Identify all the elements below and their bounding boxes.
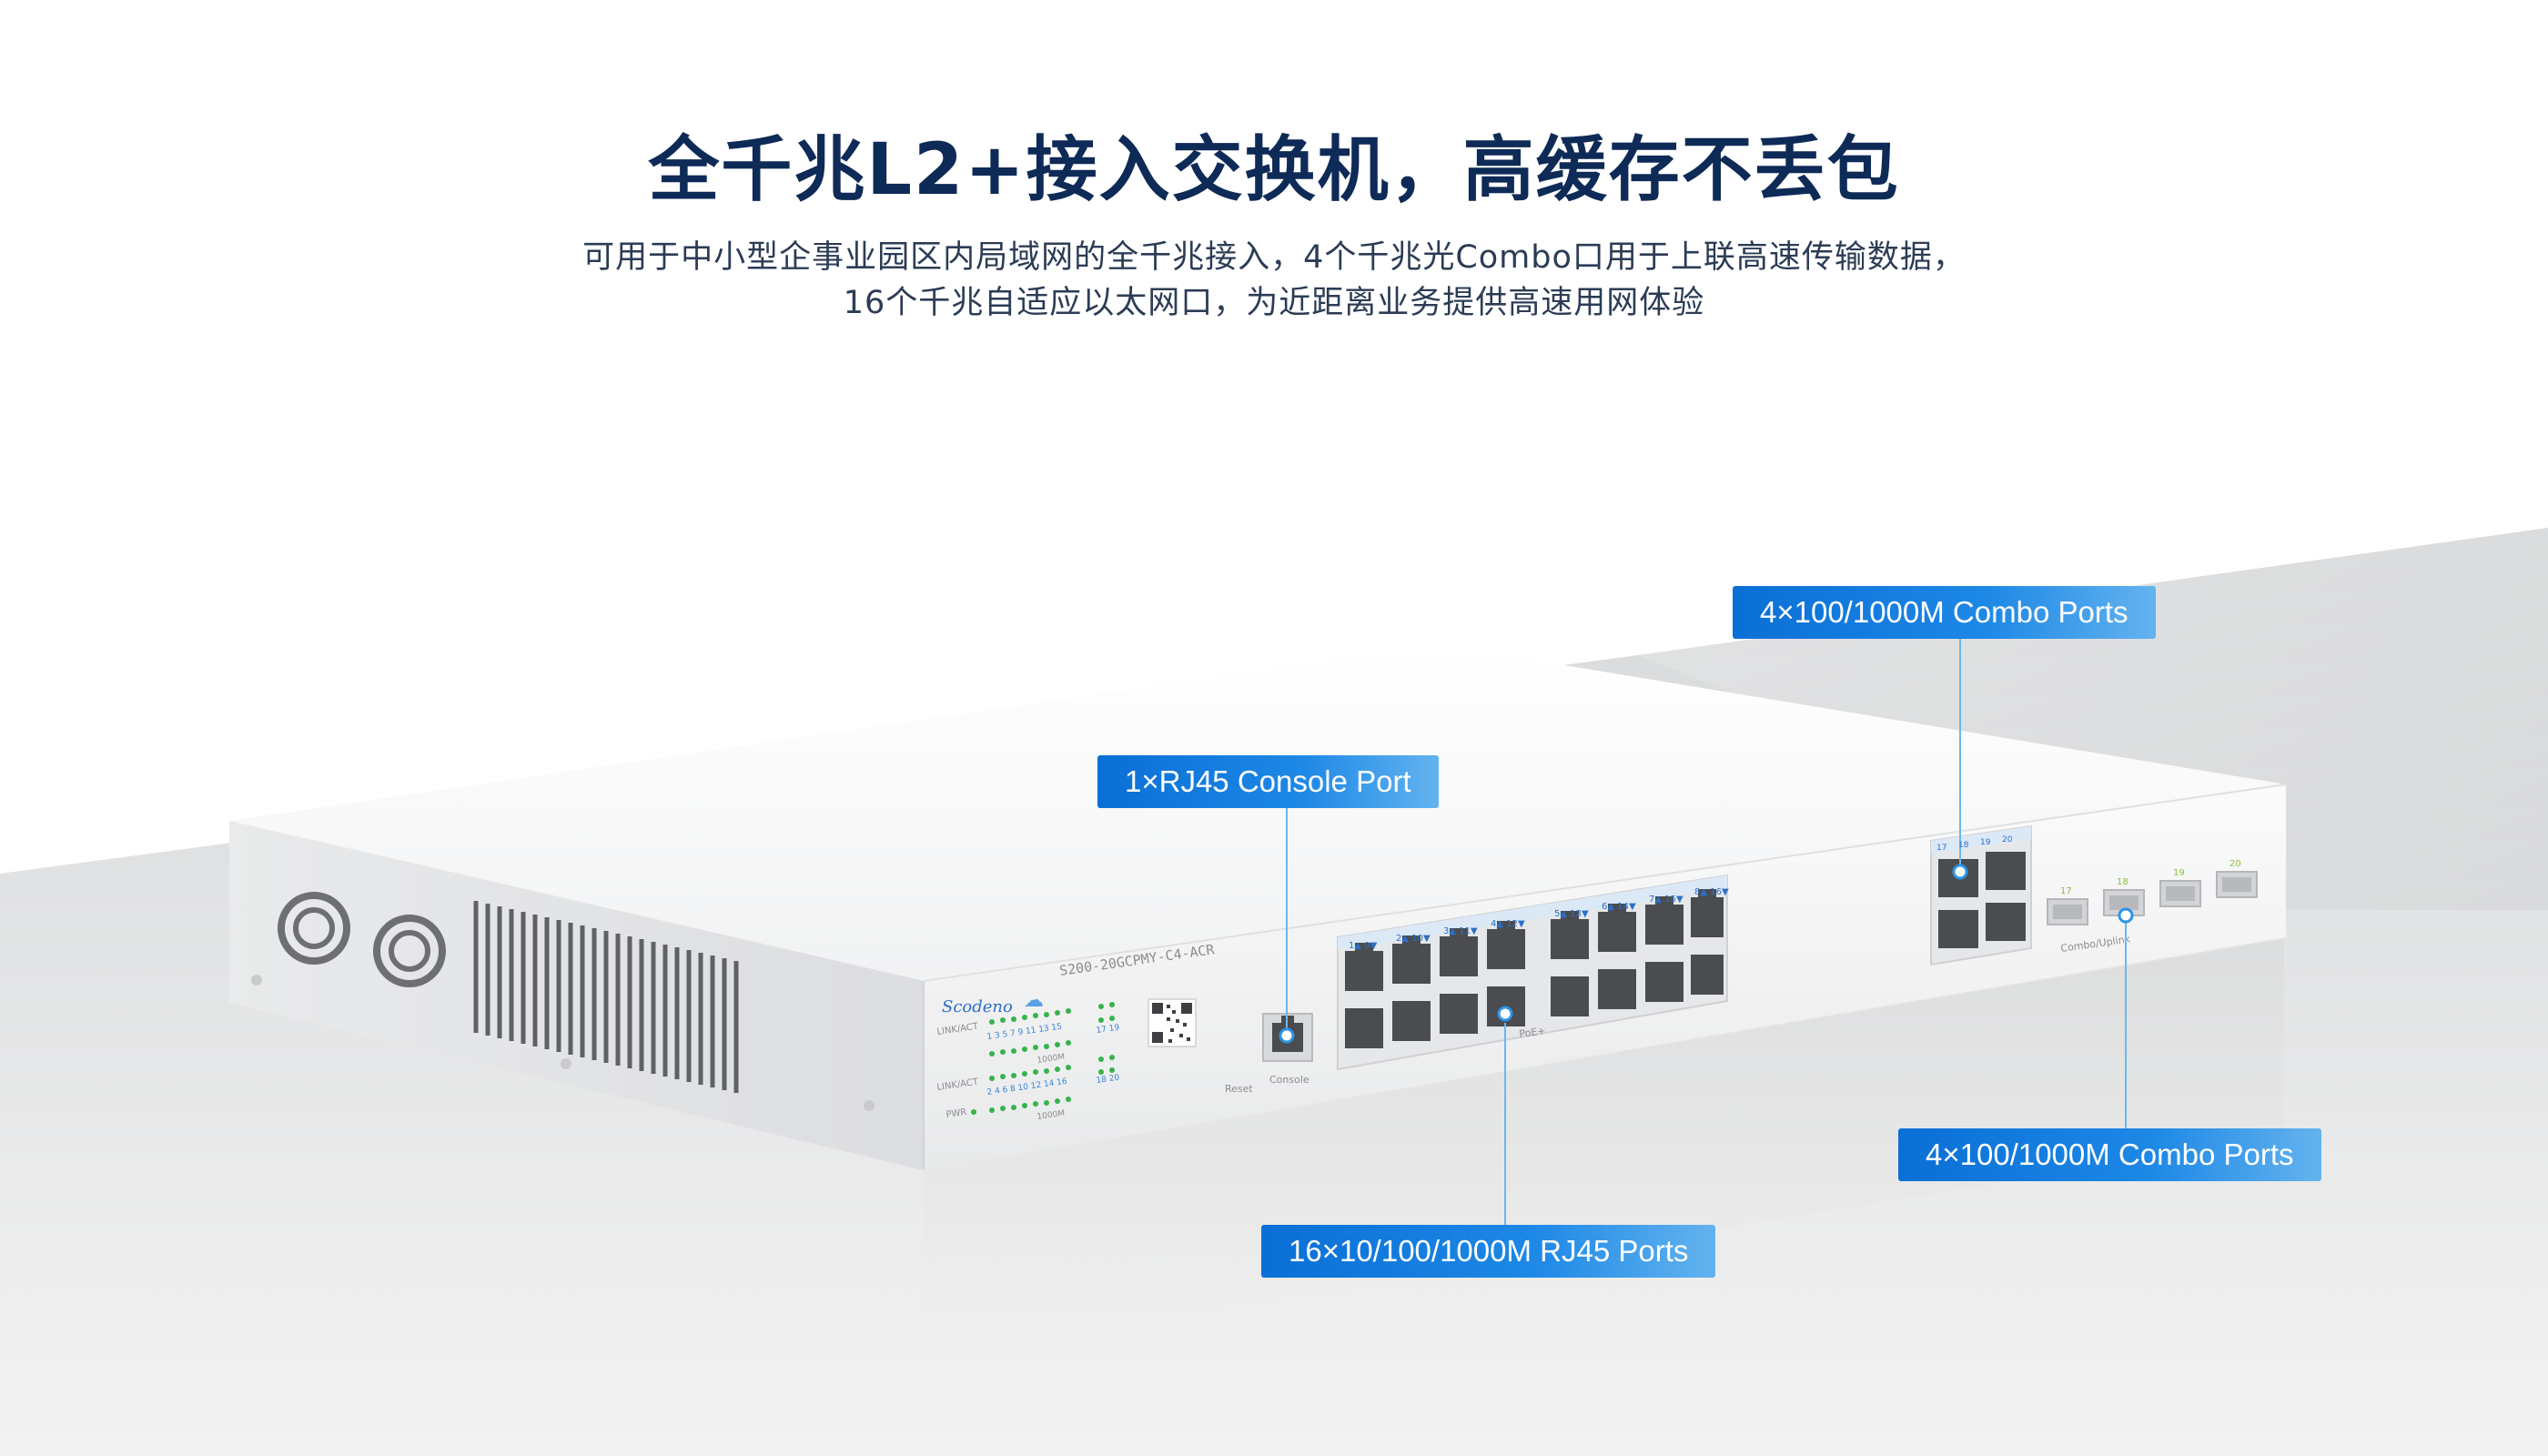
rj45-ports xyxy=(1345,889,1724,1048)
dot-combo-bottom xyxy=(2118,907,2134,924)
sfp-slot xyxy=(2047,898,2088,925)
subtitle-line-2: 16个千兆自适应以太网口，为近距离业务提供高速用网体验 xyxy=(843,285,1705,321)
rj45-port-number: 2▲ 10▼ xyxy=(1396,934,1431,944)
sfp-port-number: 20 xyxy=(2230,859,2241,869)
sfp-port-number: 19 xyxy=(2173,868,2185,878)
led-speed-2: 1000M xyxy=(1036,1109,1066,1122)
combo-rj45-port xyxy=(1938,910,1978,948)
sfp-slot xyxy=(2216,871,2258,898)
rj45-port xyxy=(1345,1008,1383,1048)
rj45-port-number: 6▲ 14▼ xyxy=(1602,902,1636,912)
rj45-port-number: 7▲ 15▼ xyxy=(1649,895,1684,905)
rj45-port xyxy=(1551,911,1589,959)
rj45-port xyxy=(1440,928,1478,976)
rj45-port-number: 1▲ 9▼ xyxy=(1349,941,1378,951)
rj45-port xyxy=(1598,904,1636,952)
device-top xyxy=(229,644,2286,981)
rj45-port xyxy=(1392,935,1431,984)
combo-rj45-port xyxy=(1986,852,2026,890)
rj45-port xyxy=(1645,896,1684,945)
page-subtitle: 可用于中小型企事业园区内局域网的全千兆接入，4个千兆光Combo口用于上联高速传… xyxy=(0,235,2548,326)
combo-port-number: 18 xyxy=(1958,841,1969,850)
dot-rj45 xyxy=(1497,1006,1513,1022)
callout-console-port: 1×RJ45 Console Port xyxy=(1097,755,1439,808)
combo-port-number: 17 xyxy=(1936,844,1946,853)
vent-grille xyxy=(473,901,739,1093)
rj45-port xyxy=(1645,962,1684,1002)
brand-logo: Scodeno xyxy=(942,997,1013,1016)
sfp-port-number: 18 xyxy=(2117,877,2128,887)
rj45-port xyxy=(1598,969,1636,1009)
console-label: Console xyxy=(1269,1074,1309,1086)
callout-combo-ports-bottom: 4×100/1000M Combo Ports xyxy=(1898,1128,2321,1181)
fan-icon xyxy=(278,892,446,987)
led-label-pwr: PWR xyxy=(945,1107,967,1120)
poe-label: PoE+ xyxy=(1519,1025,1547,1040)
sfp-slots xyxy=(2047,871,2258,925)
callout-combo-ports-top: 4×100/1000M Combo Ports xyxy=(1733,586,2156,639)
subtitle-line-1: 可用于中小型企事业园区内局域网的全千兆接入，4个千兆光Combo口用于上联高速传… xyxy=(582,239,1966,276)
rj45-port-number: 4▲ 12▼ xyxy=(1491,919,1525,929)
combo-port-number: 20 xyxy=(2002,835,2013,844)
callout-rj45-ports: 16×10/100/1000M RJ45 Ports xyxy=(1261,1225,1716,1278)
cloud-icon: ☁ xyxy=(1024,989,1044,1012)
sfp-port-number: 17 xyxy=(2060,886,2072,896)
device-side xyxy=(229,821,924,1170)
reset-label: Reset xyxy=(1225,1083,1253,1095)
sfp-slot xyxy=(2159,880,2201,907)
rj45-port-number: 5▲ 13▼ xyxy=(1554,909,1589,919)
rj45-port-number: 3▲ 11▼ xyxy=(1443,926,1478,936)
dot-console xyxy=(1279,1027,1295,1044)
led-combo-pair-2: 18 20 xyxy=(1096,1073,1120,1086)
page-title: 全千兆L2+接入交换机，高缓存不丢包 xyxy=(648,129,1900,211)
rj45-port xyxy=(1551,976,1589,1016)
led-combo-pair-1: 17 19 xyxy=(1096,1023,1120,1036)
rj45-port xyxy=(1691,955,1724,995)
rj45-port xyxy=(1392,1001,1431,1041)
rj45-port xyxy=(1440,994,1478,1034)
rj45-port xyxy=(1345,943,1383,991)
combo-port-number: 19 xyxy=(1980,838,1991,847)
rj45-port xyxy=(1487,921,1525,969)
status-leds xyxy=(971,1002,1115,1115)
dot-combo-top xyxy=(1952,864,1968,880)
rj45-port xyxy=(1691,889,1724,937)
qr-code xyxy=(1148,998,1197,1047)
led-speed-1: 1000M xyxy=(1036,1053,1066,1066)
rj45-port-number: 8▲ 16▼ xyxy=(1694,887,1729,897)
combo-rj45-port xyxy=(1986,903,2026,941)
